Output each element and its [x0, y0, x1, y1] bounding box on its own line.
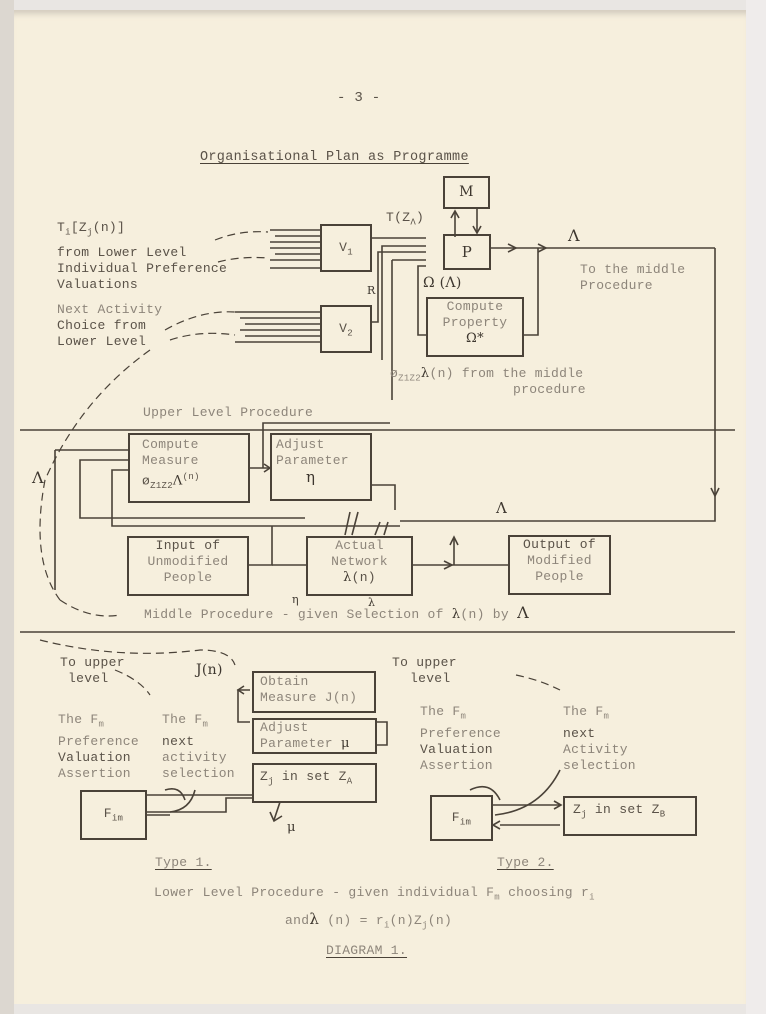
t-label: T(ZΛ) [386, 210, 425, 228]
compute-property-box: Compute Property Ω* [426, 297, 524, 357]
page-background-right [746, 0, 766, 1014]
type1-zj-box: Zj in set ZA [252, 763, 377, 803]
middle-section-label: Middle Procedure - given Selection of λ(… [144, 603, 529, 623]
type1-to-upper-line1: To upper [60, 655, 125, 670]
lower-caption-line1: Lower Level Procedure - given individual… [154, 885, 595, 903]
side-lambda-symbol: Λ [32, 468, 44, 487]
v1-box: V1 [320, 224, 372, 272]
to-middle-line1: To the middle [580, 262, 686, 277]
type2-caption: Type 2. [497, 855, 554, 870]
type2-fim-box: Fim [430, 795, 493, 841]
input1-line2: from Lower Level [57, 245, 187, 260]
upper-section-label: Upper Level Procedure [143, 405, 314, 420]
type1-next-line2: next [162, 734, 195, 749]
type1-pref-line3: Valuation [58, 750, 131, 765]
lambda-mark: λ [368, 596, 376, 609]
type2-pref-line2: Preference [420, 726, 502, 741]
actual-network-box: Actual Network λ(n) [306, 536, 413, 596]
type2-next-line2: next [563, 726, 596, 741]
type1-caption: Type 1. [155, 855, 212, 870]
type1-pref-line4: Assertion [58, 766, 131, 781]
type1-next-line4: selection [162, 766, 235, 781]
j-label: J(n) [196, 662, 223, 678]
type2-to-upper-line2: level [410, 671, 451, 686]
diagram-label: DIAGRAM 1. [326, 943, 408, 958]
input1-line4: Valuations [57, 277, 139, 292]
type2-to-upper-line1: To upper [392, 655, 457, 670]
v2-box: V2 [320, 305, 372, 353]
type1-next-line1: The Fm [162, 712, 209, 730]
type2-pref-line3: Valuation [420, 742, 493, 757]
input1-line3: Individual Preference [57, 261, 228, 276]
type2-pref-line4: Assertion [420, 758, 493, 773]
type2-pref-line1: The Fm [420, 704, 467, 722]
input1-formula: Ti[Zj(n)] [57, 220, 126, 238]
input2-line1: Next Activity [57, 302, 163, 317]
type1-pref-line2: Preference [58, 734, 140, 749]
eta-mark: η [292, 593, 299, 606]
type2-next-line4: selection [563, 758, 636, 773]
to-middle-line2: Procedure [580, 278, 653, 293]
omega-label: Ω (Λ) [423, 275, 462, 291]
output-modified-box: Output of Modified People [508, 535, 611, 595]
adjust-parameter-box: Adjust Parameter η [270, 433, 372, 501]
input2-line3: Lower Level [57, 334, 147, 349]
return-lambda-symbol: Λ [496, 499, 508, 517]
compute-measure-box: Compute Measure øZ1Z2Λ(n) [128, 433, 250, 503]
type2-next-line3: Activity [563, 742, 628, 757]
type1-pref-line1: The Fm [58, 712, 105, 730]
page-number: - 3 - [337, 90, 381, 106]
lower-caption-line2: andλ (n) = ri(n)Zj(n) [285, 910, 453, 931]
type1-adjust-parameter-box: Adjust Parameter μ [252, 718, 377, 754]
type1-mu-mark: μ [287, 820, 296, 835]
phi-label: øZ1Z2λ(n) from the middle [390, 366, 584, 384]
p-box: P [443, 234, 491, 270]
type2-zj-box: Zj in set ZB [563, 796, 697, 836]
input2-line2: Choice from [57, 318, 147, 333]
lambda-output-symbol: Λ [568, 226, 580, 245]
diagram-title: Organisational Plan as Programme [200, 150, 469, 165]
type1-to-upper-line2: level [68, 671, 109, 686]
phi-label-line2: procedure [513, 382, 586, 397]
type1-fim-box: Fim [80, 790, 147, 840]
input-unmodified-box: Input of Unmodified People [127, 536, 249, 596]
r-label: R [367, 284, 376, 297]
obtain-measure-box: Obtain Measure J(n) [252, 671, 376, 713]
m-box: M [443, 176, 490, 209]
page-binding-edge [0, 0, 14, 1014]
type1-next-line3: activity [162, 750, 227, 765]
type2-next-line1: The Fm [563, 704, 610, 722]
